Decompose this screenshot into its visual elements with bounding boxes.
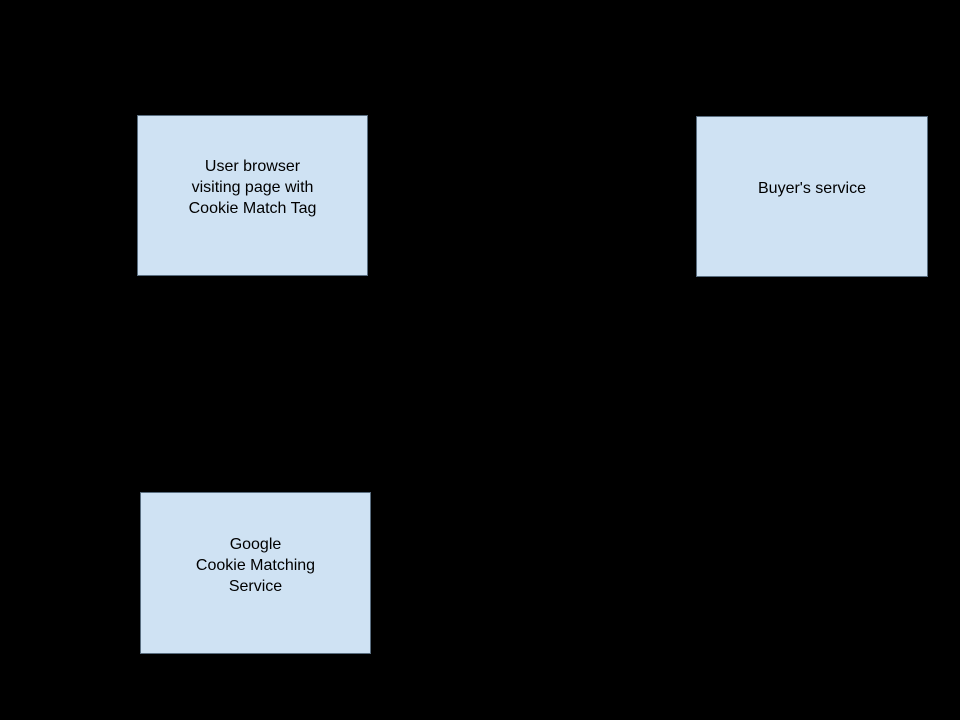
node-label-line: Cookie Match Tag [188,200,317,217]
node-user-browser: User browser visiting page with Cookie M… [137,115,368,276]
node-buyers-service: Buyer's service [696,116,928,277]
node-label-line: Service [228,577,283,595]
node-label-line: Cookie Matching [195,556,316,574]
node-google-cookie-matching-label: Google Cookie Matching Service [196,534,315,597]
node-user-browser-label: User browser visiting page with Cookie M… [189,156,317,219]
node-label-line: User browser [204,158,301,175]
node-google-cookie-matching-service: Google Cookie Matching Service [140,492,371,654]
node-label-line: visiting page with [191,179,314,196]
node-buyers-service-label: Buyer's service [758,178,866,199]
node-label-line: Google [229,535,282,553]
node-label-line: Buyer's service [758,180,866,197]
